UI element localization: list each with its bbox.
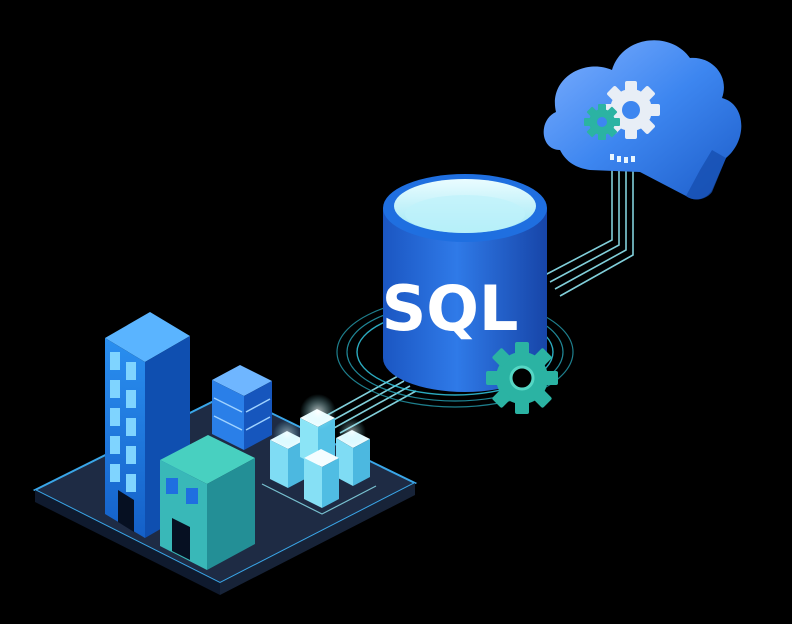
server-cube-icon	[304, 449, 339, 508]
database-label: SQL	[382, 272, 519, 345]
office-building-icon	[160, 435, 255, 570]
cloud-database-connection	[544, 158, 634, 297]
server-cubes	[261, 394, 377, 515]
database-icon: SQL	[382, 174, 547, 392]
server-rack-icon	[212, 365, 272, 450]
gear-icon	[584, 104, 620, 140]
gear-icon	[486, 342, 558, 414]
cloud-connectors	[610, 154, 635, 163]
gear-icon	[602, 81, 660, 139]
database-server-connection	[321, 375, 417, 434]
